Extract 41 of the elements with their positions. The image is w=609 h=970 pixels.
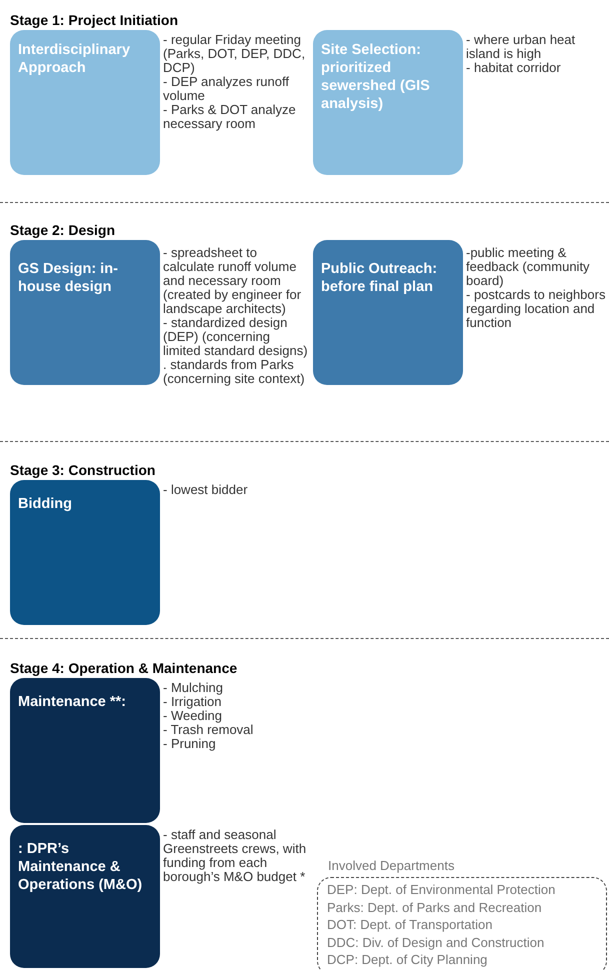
stage-box bbox=[313, 30, 463, 175]
note-text: - where urban heat island is high bbox=[466, 33, 576, 61]
box-title: GS Design: in-house design bbox=[18, 260, 119, 296]
stage-heading: Stage 3: Construction bbox=[10, 462, 156, 478]
box-title: : DPR’s Maintenance & Operations (M&O) bbox=[18, 840, 144, 894]
note-text: -public meeting & feedback (community board) bbox=[466, 246, 591, 288]
department-entry: DEP: Dept. of Environmental Protection bbox=[327, 881, 556, 898]
note-text: - staff and seasonal Greenstreets crews, with funding from each borough’s M&O budget * bbox=[163, 828, 308, 884]
department-entry: DDC: Div. of Design and Construction bbox=[327, 934, 546, 951]
note-text: - DEP analyzes runoff volume bbox=[163, 75, 290, 103]
note-text: - Trash removal bbox=[163, 723, 254, 737]
stage-heading: Stage 2: Design bbox=[10, 222, 116, 238]
note-text: . standards from Parks (concerning site context) bbox=[163, 358, 305, 386]
stage-box bbox=[313, 240, 463, 385]
stage-heading: Stage 1: Project Initiation bbox=[10, 12, 178, 28]
note-text: - Weeding bbox=[163, 709, 224, 723]
stage-heading: Stage 4: Operation & Maintenance bbox=[10, 660, 238, 676]
note-text: - spreadsheet to calculate runoff volume and necessary room (created by engineer for landscape architects) bbox=[163, 246, 302, 316]
department-entry: DOT: Dept. of Transportation bbox=[327, 916, 494, 934]
note-text: - lowest bidder bbox=[163, 483, 249, 497]
note-text: - Pruning bbox=[163, 737, 217, 751]
department-entry: Parks: Dept. of Parks and Recreation bbox=[327, 898, 543, 916]
box-title: Bidding bbox=[18, 495, 73, 513]
note-text: - habitat corridor bbox=[466, 61, 562, 75]
note-text: - Mulching bbox=[163, 681, 224, 695]
note-text: - standardized design (DEP) (concerning limited standard designs) bbox=[163, 316, 309, 358]
box-title: Interdisciplinary Approach bbox=[18, 41, 132, 77]
note-text: - Parks & DOT analyze necessary room bbox=[163, 103, 297, 131]
box-title: Maintenance **: bbox=[18, 693, 127, 711]
stage-box bbox=[10, 30, 160, 175]
note-text: - postcards to neighbors regarding location and function bbox=[466, 288, 606, 330]
stage-box bbox=[10, 825, 160, 968]
box-title: Site Selection: prioritized sewershed (GIS analysis) bbox=[321, 41, 431, 113]
frame-heading: Involved Departments bbox=[328, 857, 454, 874]
note-text: - Irrigation bbox=[163, 695, 222, 709]
note-text: - regular Friday meeting (Parks, DOT, DEP, DDC, DCP) bbox=[163, 33, 306, 75]
stage-box bbox=[10, 678, 160, 823]
department-entry: DCP: Dept. of City Planning bbox=[327, 951, 488, 968]
box-title: Public Outreach: before final plan bbox=[321, 260, 438, 296]
stage-box bbox=[10, 480, 160, 625]
stage-box bbox=[10, 240, 160, 385]
